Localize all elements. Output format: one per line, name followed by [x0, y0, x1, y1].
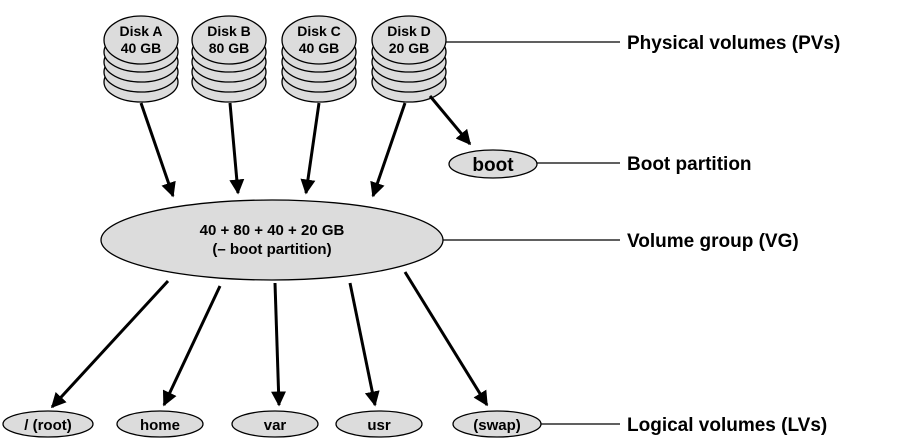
lv-var-oval	[231, 410, 319, 438]
lv-usr-label: usr	[367, 417, 391, 434]
disk-c-size: 40 GB	[299, 40, 339, 56]
label-volume-group: Volume group (VG)	[627, 231, 799, 252]
label-physical-volumes: Physical volumes (PVs)	[627, 33, 840, 54]
arrow-vg-to-root	[50, 279, 170, 409]
arrow-vg-to-usr	[348, 282, 380, 407]
lv-root-label: / (root)	[24, 417, 71, 434]
label-logical-volumes: Logical volumes (LVs)	[627, 415, 827, 436]
disk-b-name: Disk B	[207, 23, 251, 39]
disk-c-name: Disk C	[297, 23, 341, 39]
disk-a-size: 40 GB	[121, 40, 161, 56]
volume-group-line2: (– boot partition)	[212, 241, 331, 258]
arrow-vg-to-var	[271, 282, 287, 407]
lv-home-oval	[116, 410, 204, 438]
arrow-disk-d-to-vg	[370, 102, 407, 198]
arrow-vg-to-home	[162, 285, 222, 407]
label-boot-partition: Boot partition	[627, 154, 752, 175]
disk-a-name: Disk A	[119, 23, 162, 39]
disk-b-size: 80 GB	[209, 40, 249, 56]
disk-b: Disk B 80 GB	[191, 15, 267, 103]
lv-home-label: home	[140, 417, 180, 434]
disk-c: Disk C 40 GB	[281, 15, 357, 103]
disk-d: Disk D 20 GB	[371, 15, 447, 103]
disk-a: Disk A 40 GB	[103, 15, 179, 103]
disk-d-size: 20 GB	[389, 40, 429, 56]
lv-var-label: var	[264, 417, 287, 434]
arrow-disk-a-to-vg	[139, 102, 176, 198]
lv-swap-label: (swap)	[473, 417, 521, 434]
boot-partition-oval	[448, 149, 538, 179]
arrow-vg-to-swap	[403, 271, 489, 407]
disk-d-name: Disk D	[387, 23, 431, 39]
arrow-disk-c-to-vg	[300, 102, 321, 195]
arrow-disk-d-to-boot	[428, 95, 472, 146]
lv-usr-oval	[335, 410, 423, 438]
volume-group-line1: 40 + 80 + 40 + 20 GB	[200, 222, 345, 239]
boot-partition-label: boot	[472, 155, 514, 176]
volume-group-oval	[100, 199, 444, 281]
lv-root-oval	[2, 410, 94, 438]
arrow-disk-b-to-vg	[228, 102, 245, 195]
